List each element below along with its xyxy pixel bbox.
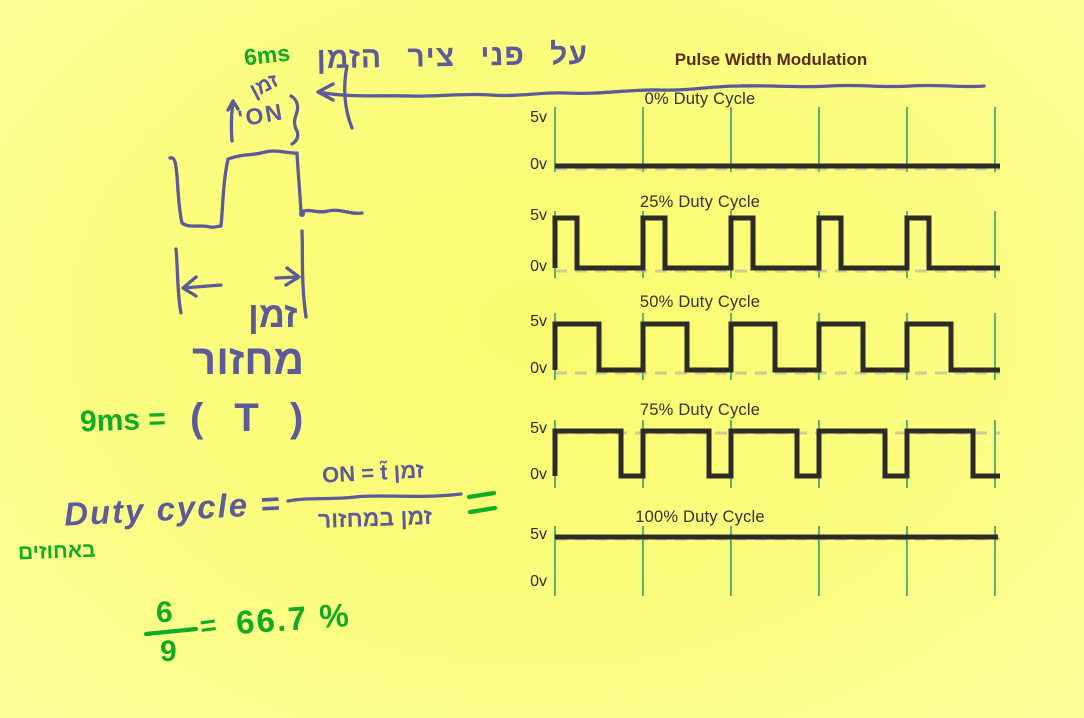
- level-label-5v: 5v: [530, 420, 547, 437]
- level-label-0v: 0v: [530, 466, 547, 483]
- on-width-marker-icon: [226, 99, 240, 143]
- formula-fraction-bar: [286, 492, 463, 503]
- cycle-time-word2: מחזור: [192, 336, 305, 383]
- pulse-sketch: [168, 149, 364, 229]
- calc-numerator: 6: [156, 596, 173, 629]
- duty-cycle-label: 25% Duty Cycle: [639, 193, 761, 211]
- measure-left-bar: [174, 247, 183, 315]
- calc-result: 66.7 %: [234, 596, 352, 641]
- pwm-waveform-group: [552, 107, 1000, 596]
- cycle-time-word1: זמן: [248, 294, 298, 335]
- duty-cycle-label: 0% Duty Cycle: [644, 90, 756, 108]
- pwm-waveform: [552, 215, 1000, 271]
- level-label-0v: 0v: [530, 573, 547, 590]
- pwm-waveform: [552, 321, 1000, 373]
- duty-cycle-label: 50% Duty Cycle: [639, 293, 761, 311]
- period-value-label: 9ms =: [79, 402, 167, 439]
- measure-left-arrow-icon: [181, 275, 223, 298]
- level-label-0v: 0v: [530, 258, 547, 275]
- pulse-dot: [299, 211, 305, 217]
- level-label-0v: 0v: [530, 360, 547, 377]
- level-label-5v: 5v: [530, 207, 547, 224]
- period-symbol-label: ( T ): [190, 396, 314, 440]
- pwm-waveform: [552, 428, 1000, 479]
- axis-phrase: על פני ציר הזמן: [316, 37, 589, 76]
- measure-right-arrow-icon: [274, 266, 301, 287]
- duty-cycle-label: 100% Duty Cycle: [635, 508, 765, 526]
- measure-right-bar: [300, 229, 308, 319]
- duty-cycle-label: 75% Duty Cycle: [639, 401, 761, 419]
- on-curly-bracket: [289, 94, 300, 146]
- level-label-5v: 5v: [530, 109, 547, 126]
- level-label-5v: 5v: [530, 313, 547, 330]
- in-percent-label: באחוזים: [17, 538, 96, 565]
- hebrew-descender-stroke: [343, 64, 354, 130]
- calc-denominator: 9: [160, 635, 177, 668]
- level-label-0v: 0v: [530, 156, 547, 173]
- calc-fraction-bar: [143, 626, 199, 637]
- time-axis-stroke: [316, 83, 986, 98]
- chart-title: Pulse Width Modulation: [674, 50, 868, 69]
- level-label-5v: 5v: [530, 526, 547, 543]
- green-equals-stroke: [466, 490, 498, 515]
- on-time-value-label: 6ms: [242, 39, 292, 71]
